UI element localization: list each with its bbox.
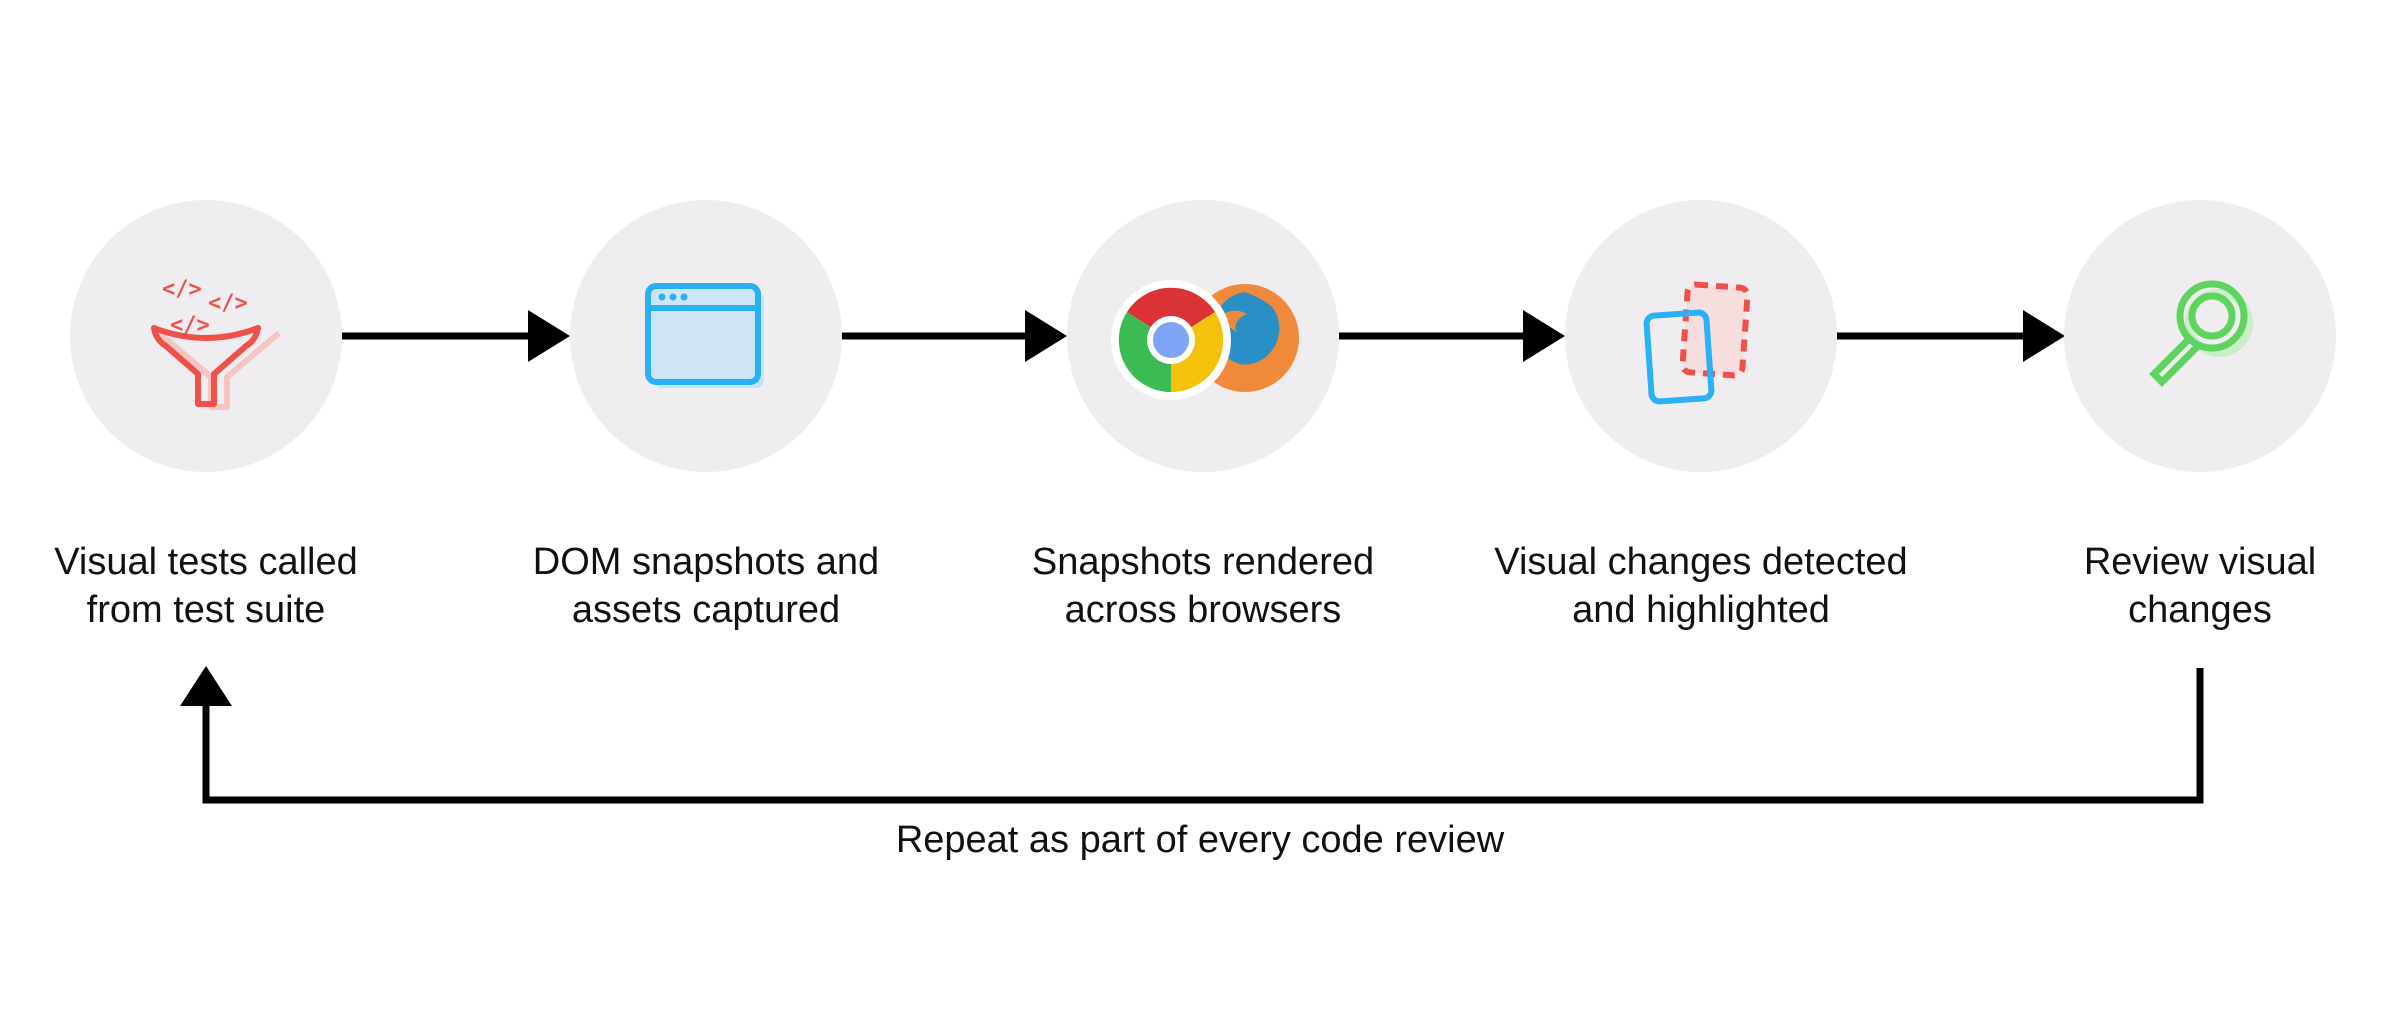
- step-2-label: DOM snapshots and assets captured: [532, 541, 880, 631]
- arrow-step3-to-step4: [1339, 310, 1565, 362]
- overlapping-pages-icon: [1643, 281, 1751, 405]
- magnifier-icon: [2149, 280, 2253, 387]
- step-4-label: Visual changes detected and highlighted: [1494, 541, 1908, 631]
- step-3-circle: [1067, 200, 1339, 472]
- svg-text:</>: </>: [208, 291, 248, 316]
- arrow-step2-to-step3: [842, 310, 1067, 362]
- svg-text:</>: </>: [170, 313, 210, 338]
- loop-caption: Repeat as part of every code review: [895, 819, 1505, 861]
- step-5-label: Review visual changes: [2083, 541, 2317, 631]
- step-5-circle: [2064, 200, 2336, 472]
- arrow-step4-to-step5: [1837, 310, 2065, 362]
- step-1-circle: </> </> </>: [70, 200, 342, 472]
- loop-back-arrow: [180, 666, 2204, 804]
- chrome-icon: [1111, 280, 1231, 400]
- step-2-circle: [570, 200, 842, 472]
- step-3-label: Snapshots rendered across browsers: [1031, 541, 1375, 631]
- arrow-step1-to-step2: [342, 310, 570, 362]
- chrome-firefox-icon: [1111, 280, 1299, 400]
- browser-window-icon: [645, 283, 764, 388]
- step-1-label: Visual tests called from test suite: [54, 541, 358, 631]
- code-funnel-icon: </> </> </>: [151, 277, 281, 410]
- step-4-circle: [1565, 200, 1837, 472]
- svg-text:</>: </>: [162, 277, 202, 302]
